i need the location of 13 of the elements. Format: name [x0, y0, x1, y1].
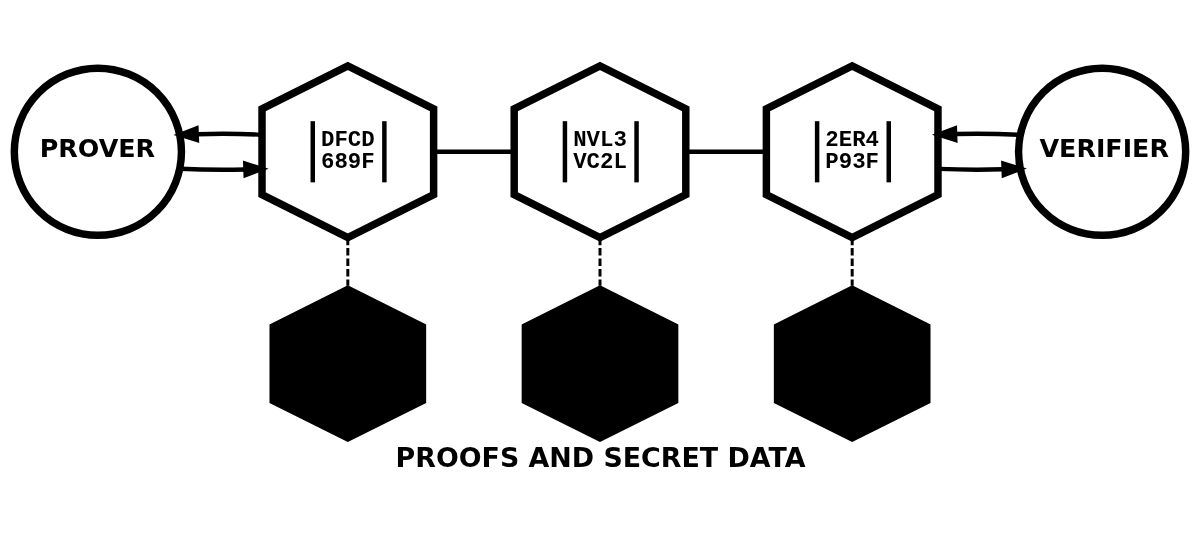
connector: [850, 237, 854, 286]
arrow: [180, 160, 269, 178]
arrow: [938, 160, 1027, 178]
node-hexagon: [269, 284, 427, 442]
connector: [346, 237, 350, 286]
arrow: [931, 124, 1021, 143]
arrow: [173, 124, 262, 143]
node-hexagon: [521, 284, 679, 442]
caption: PROOFS AND SECRET DATA: [395, 441, 806, 473]
connector: [598, 237, 602, 286]
node-circle: PROVER: [10, 64, 186, 239]
node-hexagon: [773, 284, 931, 442]
node-circle: VERIFIER: [1014, 64, 1190, 239]
